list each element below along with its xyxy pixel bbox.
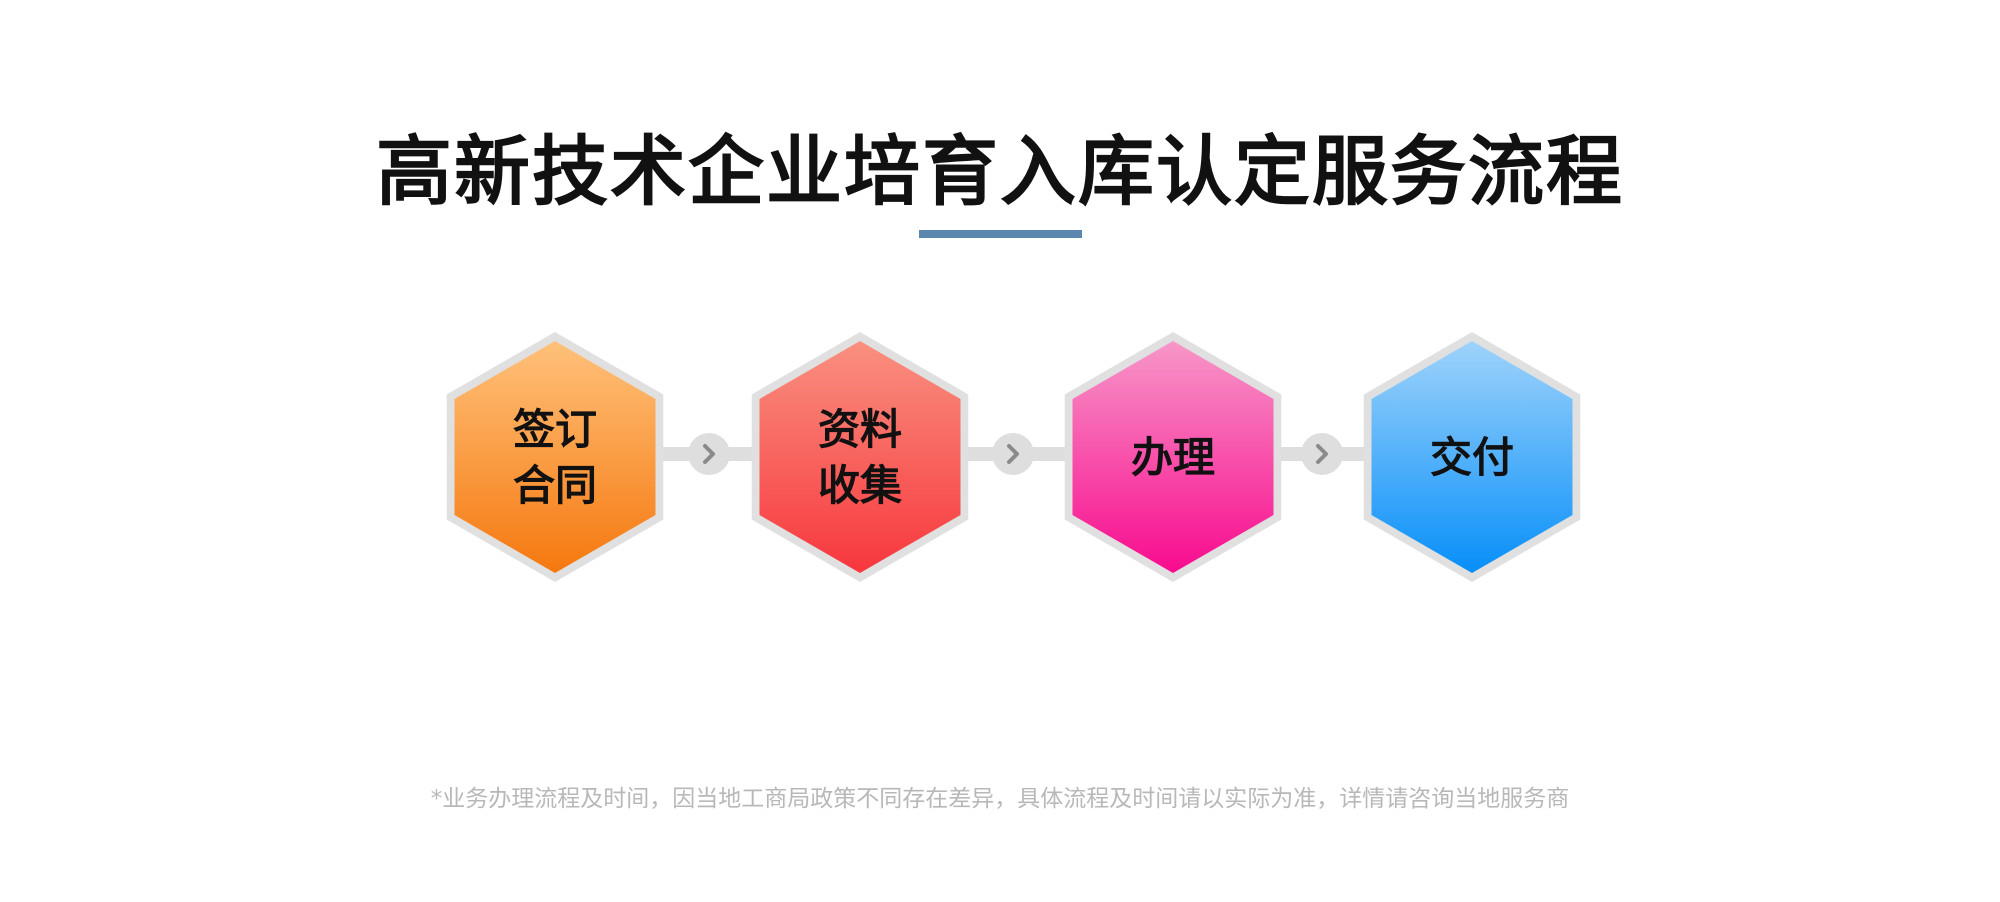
steps-layer: 签订合同资料收集办理交付 [446, 332, 1581, 582]
step-label: 资料 [818, 405, 902, 454]
footnote: *业务办理流程及时间，因当地工商局政策不同存在差异，具体流程及时间请以实际为准，… [430, 786, 1570, 812]
connector-circle [688, 433, 730, 475]
step-label: 合同 [513, 461, 597, 510]
process-step: 交付 [1363, 332, 1581, 582]
connector-circle [992, 433, 1034, 475]
hexagon-fill [1371, 341, 1573, 573]
process-step: 办理 [1064, 332, 1282, 582]
step-label: 办理 [1131, 433, 1215, 482]
page-title: 高新技术企业培育入库认定服务流程 [376, 127, 1624, 216]
hexagon-fill [759, 341, 961, 573]
chevron-right-icon [703, 444, 715, 464]
step-label: 收集 [818, 461, 902, 510]
chevron-right-icon [1316, 444, 1328, 464]
step-label: 签订 [513, 405, 597, 454]
connector-arrow [688, 433, 730, 475]
hexagon-fill [1072, 341, 1274, 573]
connector-arrow [992, 433, 1034, 475]
chevron-right-icon [1007, 444, 1019, 464]
connector-circle [1301, 433, 1343, 475]
connector-arrow [1301, 433, 1343, 475]
connectors-layer [657, 433, 1370, 475]
title-underline [919, 230, 1082, 238]
step-label: 交付 [1430, 433, 1514, 482]
hexagon-fill [454, 341, 656, 573]
